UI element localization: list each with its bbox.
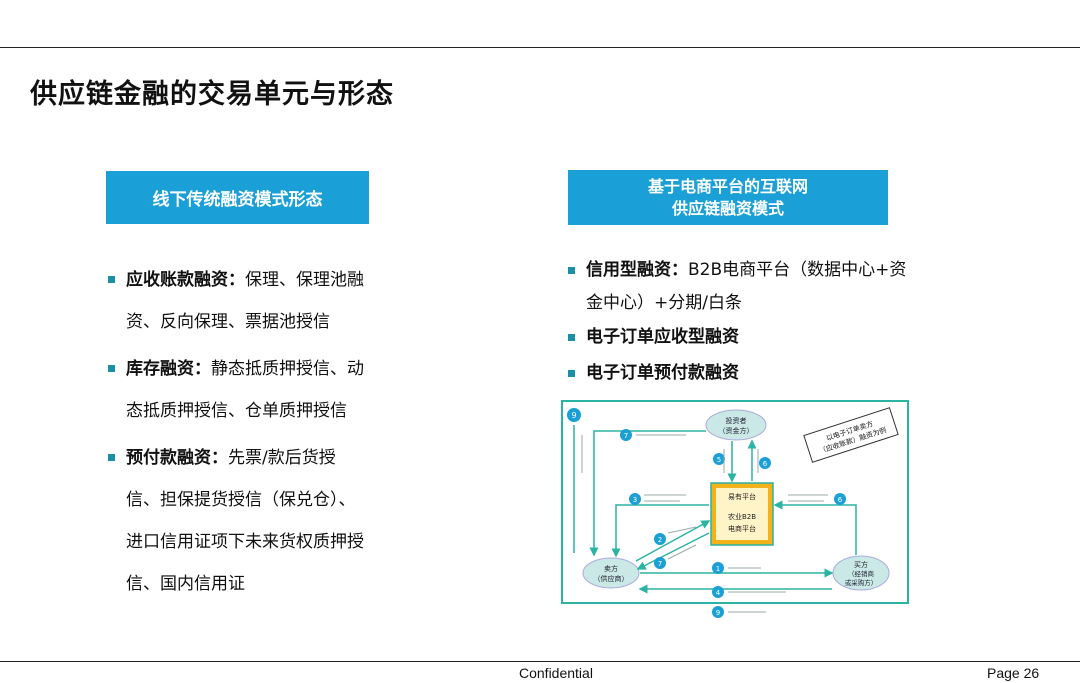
seller-sub: （供应商） (594, 574, 629, 583)
top-rule (0, 47, 1080, 48)
left-bullet-3: 预付款融资：先票/款后货授 信、担保提货授信（保兑仓）、 进口信用证项下未来货权… (108, 437, 398, 605)
seller-node (582, 557, 640, 589)
platform-label-3: 电商平台 (728, 524, 756, 533)
flow-arrow (636, 532, 710, 570)
step-label: 7 (658, 560, 662, 568)
buyer-label: 买方 (854, 560, 868, 569)
flow-arrow (589, 430, 706, 557)
investor-node (705, 409, 767, 441)
step-label: 9 (716, 609, 720, 617)
platform-label-1: 易有平台 (728, 492, 756, 501)
bullet-marker (108, 365, 115, 372)
right-header-line1: 基于电商平台的互联网 (647, 176, 808, 196)
step-label: 9 (571, 411, 576, 420)
left-header-label: 线下传统融资模式形态 (152, 190, 323, 210)
platform-inner (716, 488, 768, 540)
step-label: 6 (838, 496, 843, 504)
step-markers: 7 5 6 3 6 2 7 1 4 9 (620, 429, 846, 618)
right-header: 基于电商平台的互联网 供应链融资模式 (568, 170, 888, 225)
bullet-text: 金中心）+分期/白条 (586, 293, 742, 313)
flow-arrow (635, 520, 711, 562)
bullet-marker (568, 370, 575, 377)
bullet-marker (568, 334, 575, 341)
step-label: 4 (716, 589, 721, 597)
diagram-note: 以电子订单卖方 （应收账款）融资为例 (803, 407, 899, 463)
step-label: 5 (717, 456, 721, 464)
bullet-text: 信、国内信用证 (126, 574, 245, 594)
step-label: 3 (633, 496, 637, 504)
right-bullet-3: 电子订单预付款融资 (568, 357, 948, 390)
buyer-sub-1: （经销商 (848, 569, 875, 578)
bullet-bold: 库存融资： (126, 359, 211, 379)
bullet-text: 先票/款后货授 (228, 448, 336, 468)
bullet-bold: 电子订单预付款融资 (586, 363, 739, 383)
flow-arrow (611, 504, 709, 558)
step-label: 1 (716, 565, 720, 573)
investor-sub: （资金方） (719, 426, 754, 435)
bullet-bold: 预付款融资： (126, 448, 228, 468)
bullet-text: 信、担保提货授信（保兑仓）、 (126, 490, 356, 510)
bullet-marker (108, 276, 115, 283)
bullet-marker (108, 454, 115, 461)
investor-label: 投资者 (726, 416, 747, 425)
footer-confidential: Confidential (519, 665, 593, 681)
left-bullet-2: 库存融资：静态抵质押授信、动 态抵质押授信、仓单质押授信 (108, 348, 398, 432)
platform-label-2: 农业B2B (728, 512, 756, 521)
buyer-sub-2: 或采购方） (845, 578, 878, 587)
right-header-line2: 供应链融资模式 (671, 198, 784, 218)
step-label: 7 (624, 432, 628, 440)
outer-loop (561, 400, 909, 604)
bottom-rule (0, 661, 1080, 662)
bullet-text: 静态抵质押授信、动 (211, 359, 364, 379)
bullet-text: 资、反向保理、票据池授信 (126, 312, 330, 332)
bullet-text: 保理、保理池融 (245, 270, 364, 290)
bullet-bold: 信用型融资： (586, 260, 688, 280)
seller-label: 卖方 (604, 564, 618, 573)
left-bullet-1: 应收账款融资：保理、保理池融 资、反向保理、票据池授信 (108, 259, 398, 343)
flow-arrow (773, 500, 857, 555)
step-label: 6 (763, 460, 768, 468)
supply-chain-flow-diagram: 9 投资者 （资金方） 以电子订单卖方 （应收账款）融资为例 易有平台 农业B2… (561, 400, 909, 618)
left-header: 线下传统融资模式形态 (106, 171, 369, 224)
bullet-marker (568, 267, 575, 274)
bullet-text: 进口信用证项下未来货权质押授 (126, 532, 364, 552)
bullet-bold: 应收账款融资： (126, 270, 245, 290)
bullet-bold: 电子订单应收型融资 (586, 327, 739, 347)
page-title: 供应链金融的交易单元与形态 (30, 79, 394, 110)
right-bullet-1: 信用型融资：B2B电商平台（数据中心+资 金中心）+分期/白条 (568, 254, 948, 320)
step-label: 2 (658, 536, 662, 544)
bullet-text: B2B电商平台（数据中心+资 (688, 260, 907, 280)
bullet-text: 态抵质押授信、仓单质押授信 (126, 401, 347, 421)
footer-page-number: Page 26 (987, 665, 1040, 681)
right-bullet-2: 电子订单应收型融资 (568, 321, 948, 354)
step-marker (567, 408, 581, 422)
arrow-captions (581, 434, 828, 613)
